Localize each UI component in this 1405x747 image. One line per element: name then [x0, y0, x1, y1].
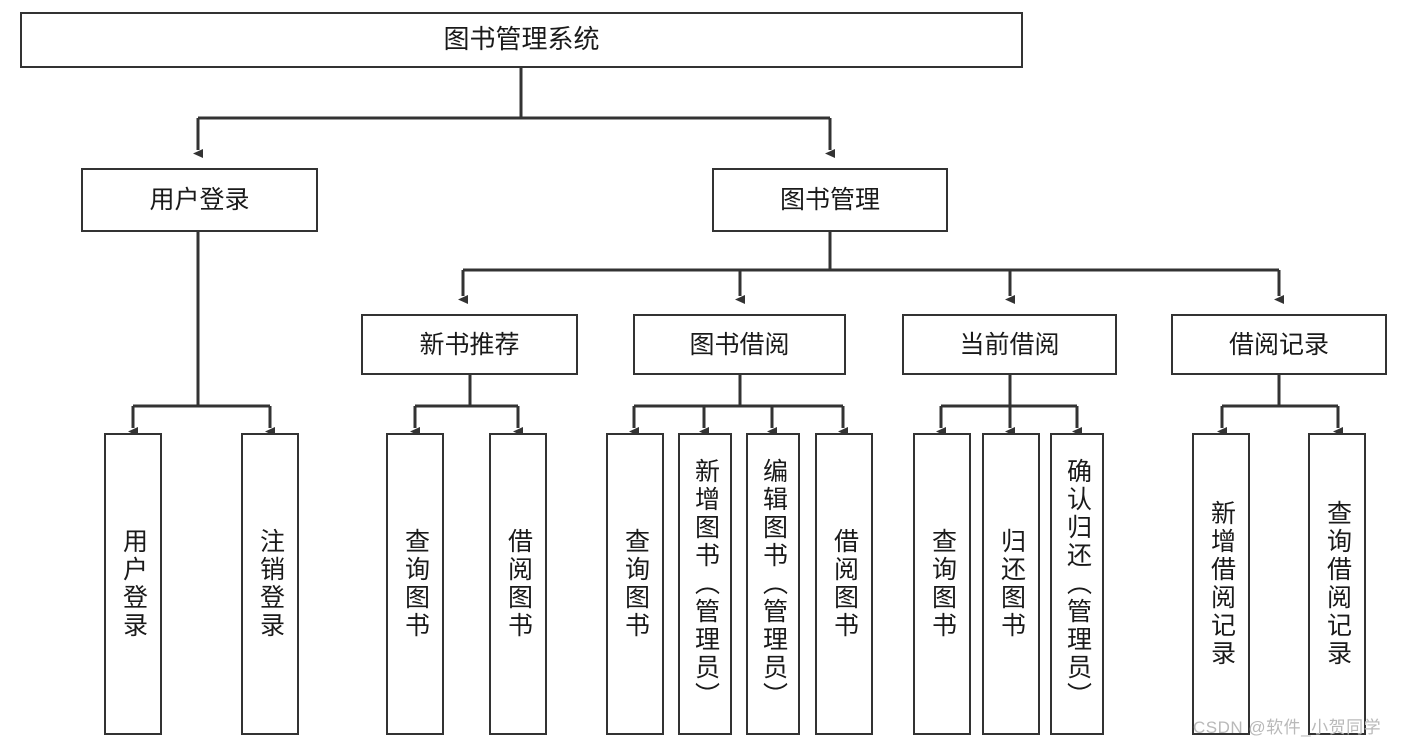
leaf-book-borrow-edit-book-admin[interactable]: 编辑图书（管理员）: [746, 433, 800, 735]
node-book-borrow[interactable]: 图书借阅: [633, 314, 846, 375]
node-label: 注销登录: [256, 528, 285, 640]
node-label: 借阅图书: [504, 528, 533, 640]
node-root-book-management-system[interactable]: 图书管理系统: [20, 12, 1023, 68]
leaf-new-book-query-books[interactable]: 查询图书: [386, 433, 444, 735]
node-label: 归还图书: [997, 528, 1026, 640]
node-label: 确认归还（管理员）: [1063, 458, 1092, 710]
node-label: 用户登录: [119, 528, 148, 640]
leaf-current-borrow-confirm-return-admin[interactable]: 确认归还（管理员）: [1050, 433, 1104, 735]
leaf-borrow-record-query-record[interactable]: 查询借阅记录: [1308, 433, 1366, 735]
node-label: 查询图书: [928, 528, 957, 640]
leaf-book-borrow-borrow-books[interactable]: 借阅图书: [815, 433, 873, 735]
leaf-book-borrow-query-books[interactable]: 查询图书: [606, 433, 664, 735]
node-label: 编辑图书（管理员）: [759, 458, 788, 710]
node-borrow-record[interactable]: 借阅记录: [1171, 314, 1387, 375]
node-label: 查询借阅记录: [1323, 500, 1352, 668]
node-label: 查询图书: [621, 528, 650, 640]
node-label: 新增图书（管理员）: [691, 458, 720, 710]
node-label: 借阅图书: [830, 528, 859, 640]
leaf-current-borrow-query-books[interactable]: 查询图书: [913, 433, 971, 735]
node-label: 用户登录: [149, 186, 250, 214]
node-user-login[interactable]: 用户登录: [81, 168, 318, 232]
leaf-user-login-signout[interactable]: 注销登录: [241, 433, 299, 735]
leaf-book-borrow-add-book-admin[interactable]: 新增图书（管理员）: [678, 433, 732, 735]
leaf-current-borrow-return-books[interactable]: 归还图书: [982, 433, 1040, 735]
node-current-borrow[interactable]: 当前借阅: [902, 314, 1117, 375]
node-label: 查询图书: [401, 528, 430, 640]
node-label: 新增借阅记录: [1207, 500, 1236, 668]
leaf-user-login-signin[interactable]: 用户登录: [104, 433, 162, 735]
leaf-borrow-record-add-record[interactable]: 新增借阅记录: [1192, 433, 1250, 735]
node-label: 图书管理系统: [443, 24, 600, 55]
csdn-watermark: CSDN @软件_小贺同学: [1193, 718, 1382, 737]
node-book-management[interactable]: 图书管理: [712, 168, 948, 232]
node-label: 图书借阅: [689, 330, 790, 359]
node-new-book-recommend[interactable]: 新书推荐: [361, 314, 578, 375]
node-label: 新书推荐: [419, 330, 520, 359]
leaf-new-book-borrow-books[interactable]: 借阅图书: [489, 433, 547, 735]
node-label: 当前借阅: [959, 330, 1060, 359]
node-label: 图书管理: [779, 186, 880, 214]
node-label: 借阅记录: [1228, 330, 1329, 359]
